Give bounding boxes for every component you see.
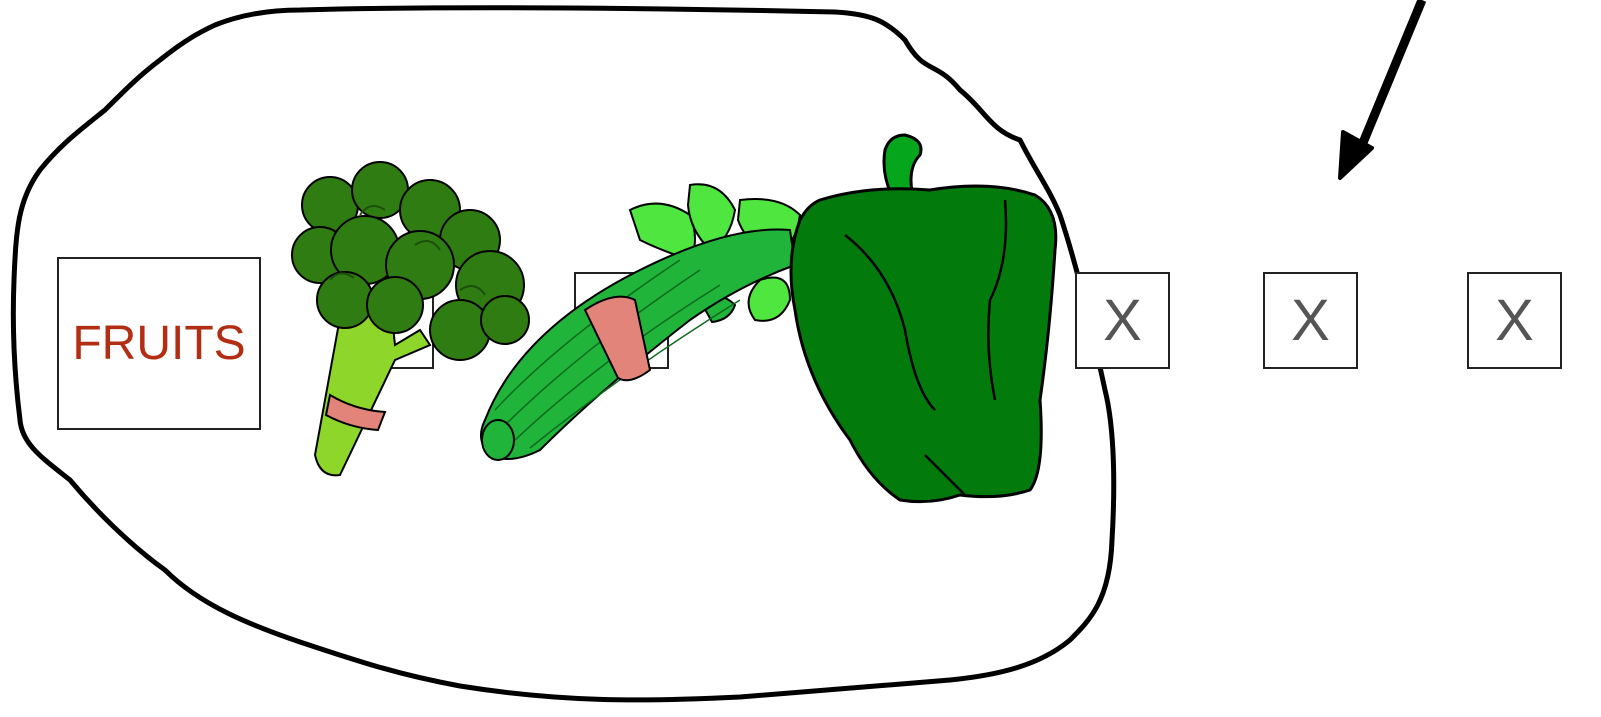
- green-pepper-icon[interactable]: [791, 135, 1056, 502]
- arrow-icon: [1340, 0, 1422, 178]
